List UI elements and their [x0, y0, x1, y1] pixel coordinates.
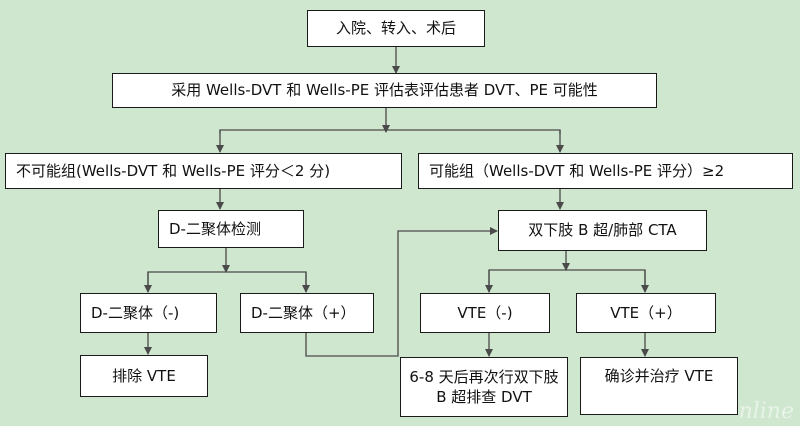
node-ultrasound: 双下肢 B 超/肺部 CTA: [498, 210, 707, 251]
node-treat: 确诊并治疗 VTE: [580, 357, 738, 415]
node-exclude: 排除 VTE: [80, 355, 208, 397]
node-admission: 入院、转入、术后: [307, 10, 485, 47]
node-ddimer-test: D-二聚体检测: [158, 210, 304, 248]
node-assessment: 采用 Wells-DVT 和 Wells-PE 评估表评估患者 DVT、PE 可…: [112, 73, 657, 108]
node-likely: 可能组（Wells-DVT 和 Wells-PE 评分）≥2: [418, 153, 793, 189]
node-vte-pos: VTE（+）: [576, 293, 716, 333]
node-vte-neg: VTE（-): [420, 293, 550, 333]
edge-ultrasound-branch: [488, 269, 646, 292]
node-ddimer-neg: D-二聚体（-): [80, 293, 217, 333]
node-unlikely: 不可能组(Wells-DVT 和 Wells-PE 评分＜2 分): [5, 153, 402, 189]
edge-ddimerpos-ultrasound: [305, 227, 498, 357]
node-ddimer-pos: D-二聚体（+）: [240, 293, 374, 333]
edge-ddimer-branch: [147, 271, 307, 292]
watermark-logo: nline: [738, 399, 794, 424]
edge-split-unlikely: [219, 129, 561, 134]
node-recheck: 6-8 天后再次行双下肢 B 超排查 DVT: [400, 357, 568, 417]
